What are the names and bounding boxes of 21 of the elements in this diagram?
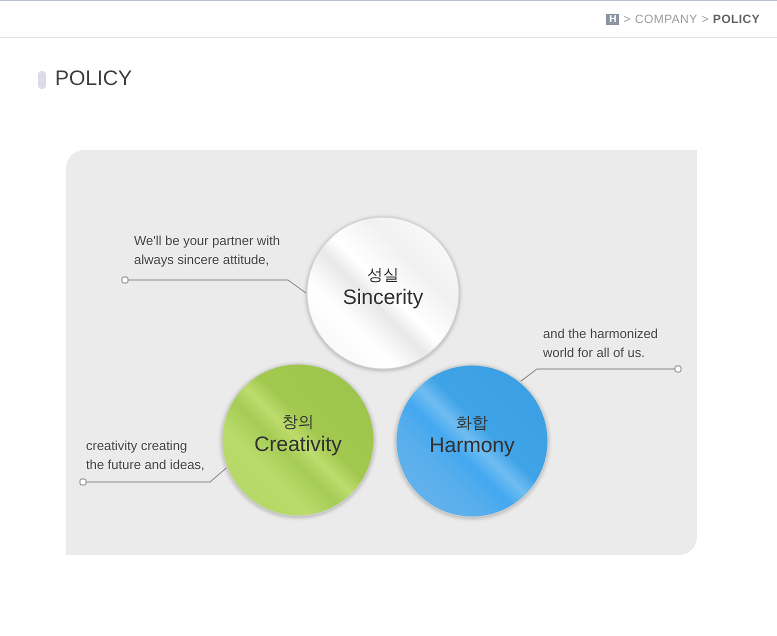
- value-circle: [395, 364, 549, 518]
- circle-label: Creativity: [254, 432, 342, 458]
- separator: >: [623, 12, 631, 26]
- callout-text: creativity creating the future and ideas,: [83, 436, 207, 482]
- circle-heading: 화합: [456, 413, 488, 433]
- circle-heading: 창의: [282, 412, 314, 432]
- leader-line: [80, 468, 227, 486]
- circle-heading: 성실: [367, 265, 399, 285]
- circle-label: Harmony: [429, 433, 515, 459]
- callout-text: and the harmonized world for all of us.: [543, 324, 678, 369]
- value-circle: [221, 363, 375, 517]
- circle-label: Sincerity: [342, 285, 424, 311]
- separator: >: [702, 12, 709, 26]
- home-link: H: [606, 14, 620, 24]
- callout-text: We'll be your partner with always sincere attitude,: [125, 231, 295, 280]
- breadcrumb-link: COMPANY: [634, 12, 698, 26]
- breadcrumb-current: POLICY: [712, 12, 760, 26]
- value-circle: [306, 216, 460, 370]
- page-title: POLICY: [55, 66, 132, 92]
- leader-line: [520, 366, 682, 382]
- leader-line: [122, 276, 306, 294]
